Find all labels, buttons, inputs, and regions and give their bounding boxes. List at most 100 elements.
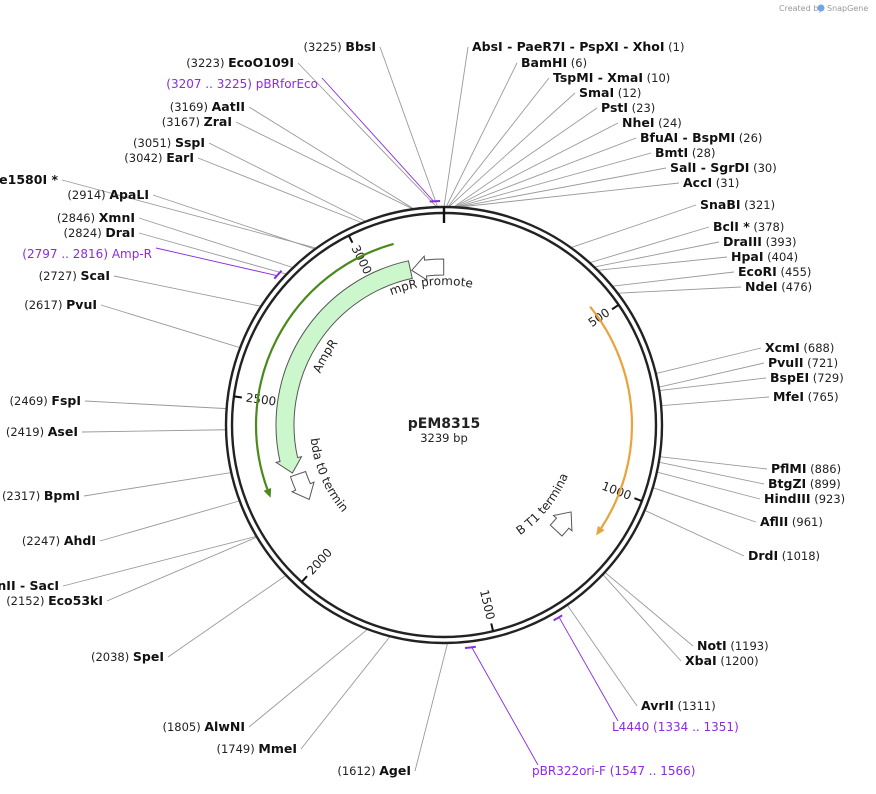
primer-range: (2797 .. 2816) bbox=[22, 247, 112, 261]
enzyme-site[interactable]: EcoRI (455) bbox=[738, 264, 811, 279]
enzyme-site[interactable]: (2419) AseI bbox=[6, 424, 78, 439]
enzyme-site[interactable]: BmtI (28) bbox=[655, 145, 715, 160]
enzyme-name: HpaI bbox=[731, 249, 764, 264]
enzyme-site[interactable]: (2469) FspI bbox=[10, 393, 81, 408]
enzyme-name: BbsI bbox=[345, 39, 376, 54]
primer-range: (3207 .. 3225) bbox=[166, 77, 256, 91]
enzyme-site[interactable]: (2727) ScaI bbox=[39, 268, 110, 283]
enzyme-position: (31) bbox=[712, 176, 739, 190]
enzyme-site[interactable]: (3223) EcoO109I bbox=[186, 55, 294, 70]
primer-pbrforeco[interactable]: (3207 .. 3225) pBRforEco bbox=[166, 77, 441, 203]
enzyme-site[interactable]: (1749) MmeI bbox=[217, 741, 298, 756]
enzyme-position: (10) bbox=[643, 71, 670, 85]
enzyme-site[interactable]: (3167) ZraI bbox=[162, 114, 232, 129]
enzyme-site[interactable]: (3042) EarI bbox=[124, 150, 194, 165]
enzyme-position: (923) bbox=[811, 492, 846, 506]
enzyme-site[interactable]: SalI - SgrDI (30) bbox=[670, 160, 777, 175]
enzyme-site[interactable]: AbsI - PaeR7I - PspXI - XhoI (1) bbox=[472, 39, 684, 54]
enzyme-site[interactable]: NotI (1193) bbox=[697, 638, 769, 653]
enzyme-name: - PaeR7I bbox=[503, 39, 566, 54]
plasmid-length: 3239 bp bbox=[420, 431, 468, 445]
primer-l4440[interactable]: L4440 (1334 .. 1351) bbox=[553, 614, 739, 734]
enzyme-site[interactable]: PvuII (721) bbox=[768, 355, 838, 370]
enzyme-position: (455) bbox=[777, 265, 812, 279]
enzyme-position: (2727) bbox=[39, 269, 81, 283]
enzyme-site[interactable]: NdeI (476) bbox=[745, 279, 812, 294]
enzyme-site[interactable]: (3169) AatII bbox=[170, 99, 245, 114]
enzyme-leader-line bbox=[594, 241, 720, 268]
enzyme-label: (2469) FspI bbox=[10, 393, 81, 408]
feature-ampr[interactable] bbox=[274, 260, 413, 474]
enzyme-position: (3042) bbox=[124, 151, 166, 165]
enzyme-label: HpaI (404) bbox=[731, 249, 798, 264]
enzyme-site[interactable]: HindIII (923) bbox=[764, 491, 845, 506]
enzyme-site[interactable]: (2247) AhdI bbox=[22, 533, 96, 548]
enzyme-site[interactable]: (2038) SpeI bbox=[91, 649, 164, 664]
feature-rrnb-t1-terminator[interactable] bbox=[549, 511, 573, 537]
enzyme-site[interactable]: BclI * (378) bbox=[713, 219, 784, 234]
enzyme-name: EarI bbox=[166, 150, 194, 165]
enzyme-position: (899) bbox=[806, 477, 841, 491]
enzyme-site[interactable]: (2824) DraI bbox=[63, 225, 135, 240]
enzyme-name: - BspMI bbox=[678, 130, 735, 145]
enzyme-site[interactable]: (2617) PvuI bbox=[24, 297, 97, 312]
enzyme-site[interactable]: BtgZI (899) bbox=[768, 476, 841, 491]
enzyme-site[interactable]: XcmI (688) bbox=[765, 340, 834, 355]
enzyme-position: (321) bbox=[741, 198, 776, 212]
enzyme-label: NdeI (476) bbox=[745, 279, 812, 294]
enzyme-site[interactable]: PstI (23) bbox=[601, 100, 655, 115]
enzyme-leader-line bbox=[138, 217, 294, 269]
enzyme-site[interactable]: SmaI (12) bbox=[579, 85, 641, 100]
enzyme-position: (3167) bbox=[162, 115, 204, 129]
enzyme-site[interactable]: DraIII (393) bbox=[723, 234, 797, 249]
enzyme-leader-line bbox=[455, 152, 652, 208]
enzyme-site[interactable]: (3051) SspI bbox=[133, 135, 205, 150]
enzyme-site[interactable]: (2152) Eco53kI bbox=[6, 593, 103, 608]
enzyme-site[interactable]: (3225) BbsI bbox=[304, 39, 376, 54]
enzyme-name: BspEI bbox=[770, 370, 809, 385]
enzyme-name: PstI bbox=[601, 100, 628, 115]
primer-name: pBRforEco bbox=[256, 77, 318, 91]
enzyme-site[interactable]: BamHI (6) bbox=[521, 55, 587, 70]
enzyme-site[interactable]: SnaBI (321) bbox=[700, 197, 775, 212]
enzyme-site[interactable]: BfuAI - BspMI (26) bbox=[640, 130, 762, 145]
enzyme-site[interactable]: MfeI (765) bbox=[773, 389, 839, 404]
enzyme-site[interactable]: XbaI (1200) bbox=[685, 653, 759, 668]
orf-arrowhead bbox=[596, 525, 605, 536]
enzyme-site[interactable]: AvrII (1311) bbox=[641, 698, 716, 713]
enzyme-label: SmaI (12) bbox=[579, 85, 641, 100]
primer-amp-r[interactable]: (2797 .. 2816) Amp-R bbox=[22, 247, 283, 280]
enzyme-label: (2617) PvuI bbox=[24, 297, 97, 312]
enzyme-site[interactable]: (1612) AgeI bbox=[337, 763, 411, 778]
enzyme-site[interactable]: BspEI (729) bbox=[770, 370, 844, 385]
enzyme-site[interactable]: AccI (31) bbox=[683, 175, 739, 190]
enzyme-site[interactable]: (2914) ApaLI bbox=[67, 187, 149, 202]
enzyme-label: PvuII (721) bbox=[768, 355, 838, 370]
enzyme-name: BanII bbox=[0, 578, 16, 593]
feature-lambda-t0-terminator[interactable] bbox=[289, 470, 315, 501]
enzyme-site[interactable]: NheI (24) bbox=[622, 115, 682, 130]
enzyme-position: (2846) bbox=[57, 211, 99, 225]
primer-pbr322ori-f[interactable]: pBR322ori-F (1547 .. 1566) bbox=[464, 645, 696, 778]
enzyme-site[interactable]: (1805) AlwNI bbox=[162, 719, 245, 734]
enzyme-site[interactable]: DrdI (1018) bbox=[748, 548, 820, 563]
enzyme-site[interactable]: HpaI (404) bbox=[731, 249, 798, 264]
enzyme-leader-line bbox=[652, 487, 757, 523]
enzyme-label: DrdI (1018) bbox=[748, 548, 820, 563]
feature-ampr-promoter[interactable] bbox=[410, 254, 445, 281]
primer-range: (1547 .. 1566) bbox=[606, 764, 696, 778]
enzyme-site[interactable]: AflII (961) bbox=[760, 514, 823, 529]
enzyme-name: MfeI bbox=[773, 389, 804, 404]
enzyme-label: (3169) AatII bbox=[170, 99, 245, 114]
enzyme-site[interactable]: (2846) XmnI bbox=[57, 210, 135, 225]
enzyme-position: (1311) bbox=[674, 699, 716, 713]
enzyme-site[interactable]: PflMI (886) bbox=[771, 461, 841, 476]
enzyme-label: PflMI (886) bbox=[771, 461, 841, 476]
enzyme-site[interactable]: (2918) BaeGI - Bme1580I * bbox=[0, 172, 58, 187]
scale-tick bbox=[347, 235, 354, 244]
enzyme-site[interactable]: (2317) BpmI bbox=[2, 488, 80, 503]
enzyme-leader-line bbox=[100, 304, 241, 349]
enzyme-position: (393) bbox=[762, 235, 797, 249]
enzyme-site[interactable]: (2154) BanII - SacI bbox=[0, 578, 59, 593]
enzyme-site[interactable]: TspMI - XmaI (10) bbox=[553, 70, 670, 85]
